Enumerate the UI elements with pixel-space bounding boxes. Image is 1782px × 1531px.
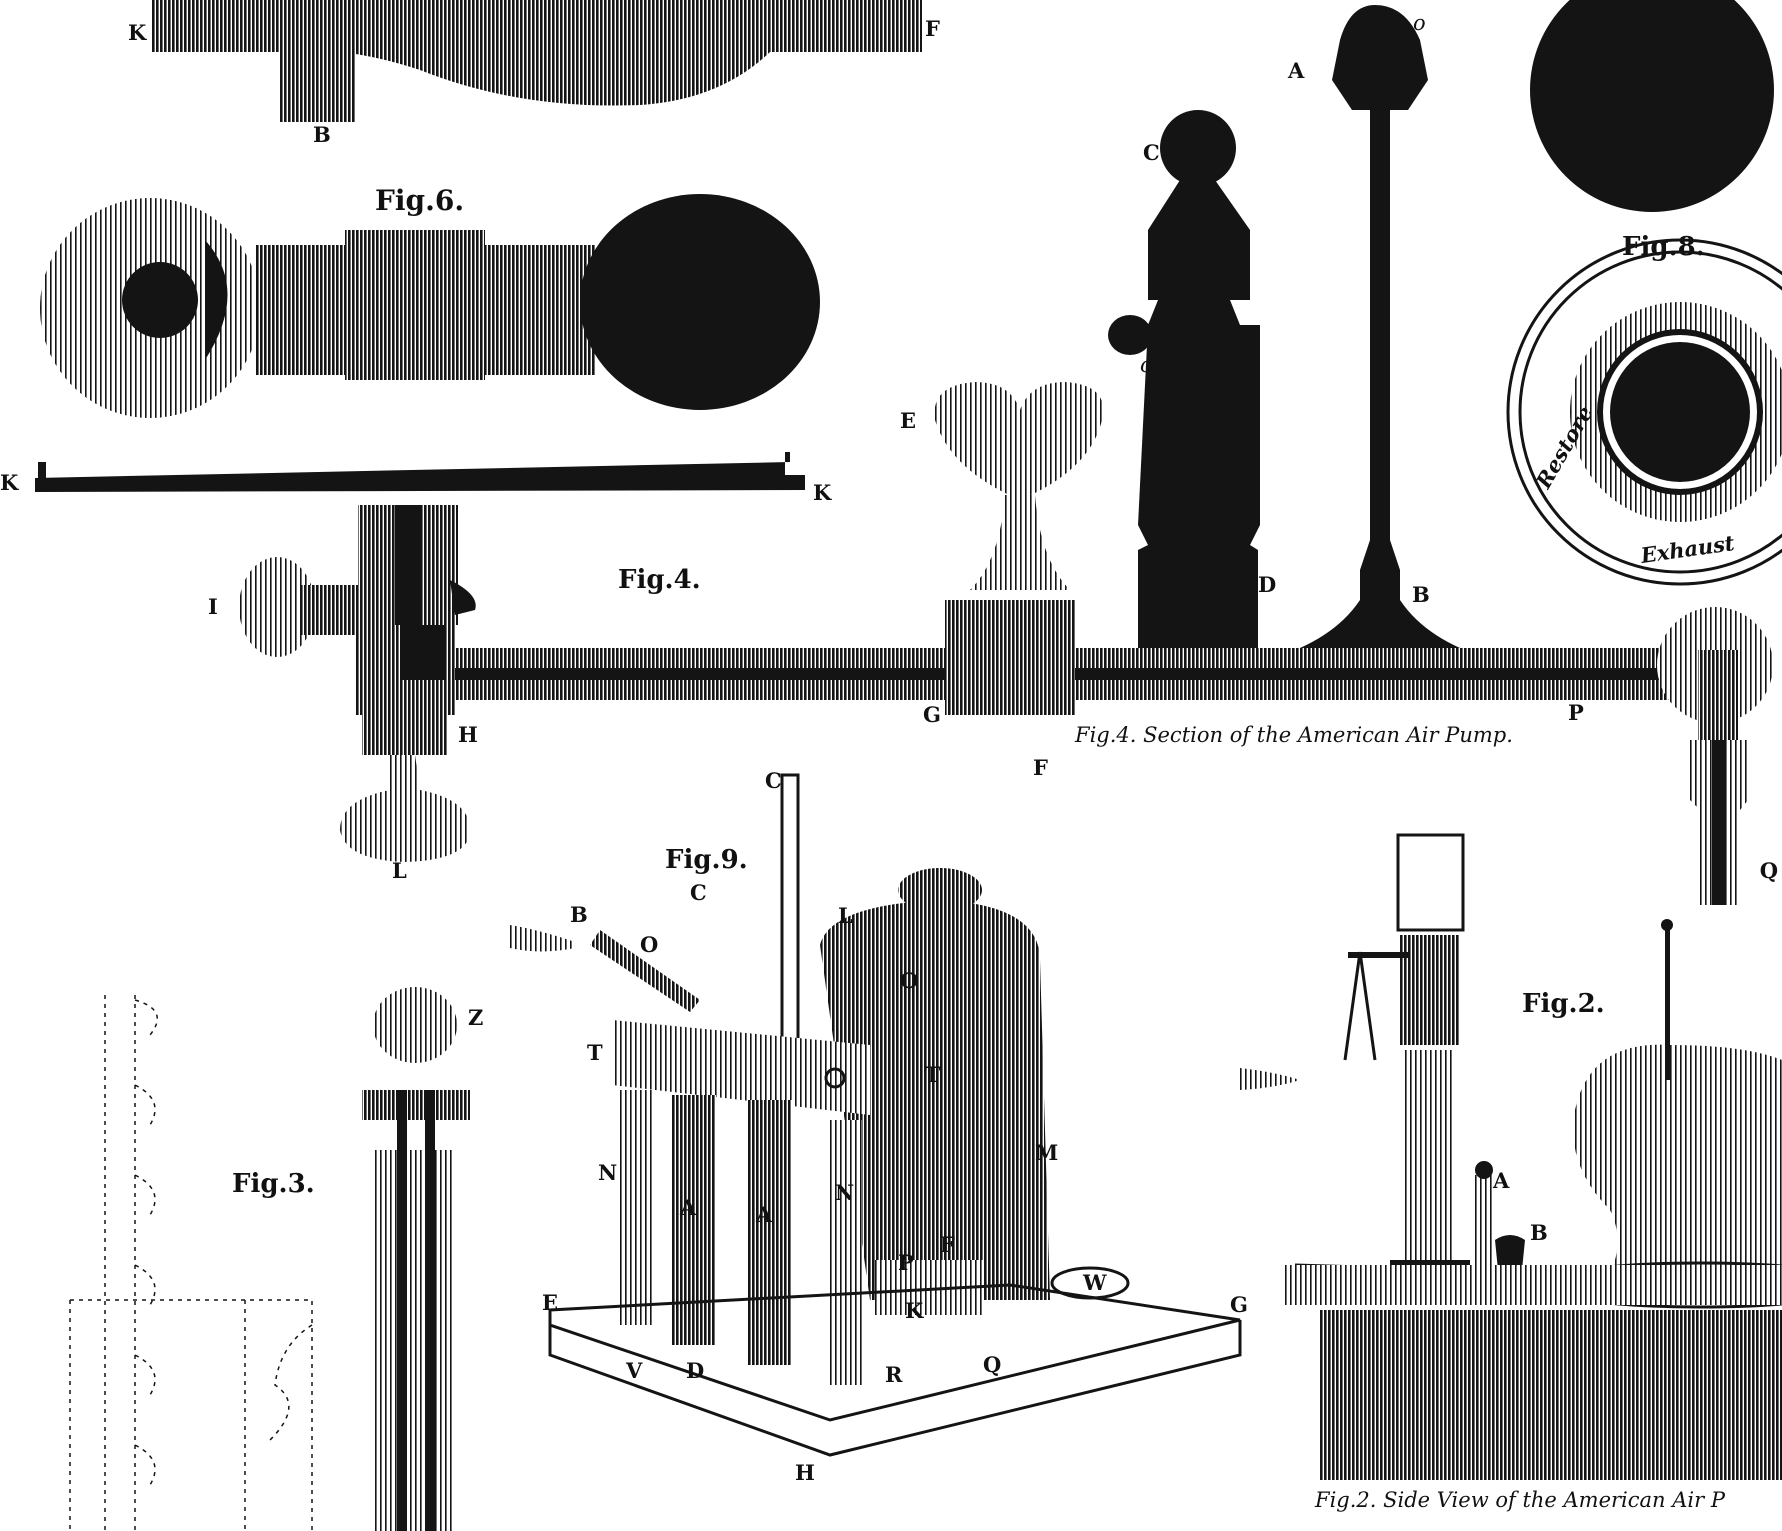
fig2-title: Fig.2. bbox=[1522, 989, 1605, 1019]
f9-label-w: W bbox=[1082, 1270, 1107, 1295]
label-k-rod-left: K bbox=[0, 470, 19, 495]
label-g: G bbox=[923, 702, 941, 727]
f9-label-n1: N bbox=[598, 1160, 617, 1185]
figure-2: Fig.2. A B Fig.2. Side View of the Ameri… bbox=[1240, 833, 1782, 1512]
f9-label-e: E bbox=[542, 1290, 558, 1315]
figure-6: Fig.6. bbox=[40, 184, 820, 418]
label-a: A bbox=[1287, 58, 1305, 83]
f9-label-a1: A bbox=[679, 1195, 697, 1220]
label-c-small: c bbox=[1140, 353, 1152, 377]
fig3-title: Fig.3. bbox=[232, 1169, 315, 1199]
f2-label-a: A bbox=[1492, 1168, 1510, 1193]
fig2-caption: Fig.2. Side View of the American Air P bbox=[1314, 1488, 1726, 1512]
label-b: B bbox=[1412, 582, 1430, 607]
f9-label-t1: T bbox=[587, 1040, 603, 1065]
label-p: P bbox=[1568, 700, 1584, 725]
label-f-top: F bbox=[925, 16, 940, 41]
fig9-title: Fig.9. bbox=[665, 845, 748, 875]
label-b-top: B bbox=[313, 122, 331, 147]
label-q: Q bbox=[1760, 858, 1778, 883]
f9-label-m: M bbox=[1035, 1140, 1058, 1165]
fig6-title: Fig.6. bbox=[375, 184, 464, 217]
label-h: H bbox=[458, 722, 478, 747]
f9-label-n2: N bbox=[835, 1180, 854, 1205]
label-d: D bbox=[1258, 572, 1276, 597]
f9-label-a2: A bbox=[755, 1202, 773, 1227]
f9-label-k: K bbox=[905, 1298, 924, 1323]
figure-3: Fig.3. Z bbox=[69, 987, 483, 1531]
f9-label-c-top: C bbox=[765, 768, 782, 793]
fig8-ring-bottom: Exhaust bbox=[1638, 530, 1736, 568]
figure-4: K K I H L Fig.4. E G F C c D bbox=[0, 5, 1778, 905]
fig4-caption: Fig.4. Section of the American Air Pump. bbox=[1074, 723, 1513, 747]
label-f: F bbox=[1033, 755, 1048, 780]
label-k-rod-right: K bbox=[813, 480, 832, 505]
f9-label-t2: T bbox=[925, 1062, 941, 1087]
f9-label-b: B bbox=[570, 902, 588, 927]
f9-label-l: L bbox=[838, 903, 853, 928]
f9-label-r: R bbox=[885, 1362, 903, 1387]
label-c: C bbox=[1143, 140, 1160, 165]
figure-8: Fig.8. Restore Exhaust bbox=[1506, 0, 1782, 586]
f9-label-c: C bbox=[690, 880, 707, 905]
f9-label-q: Q bbox=[983, 1352, 1001, 1377]
figure-9: Fig.9. C B O C L O M P F K T T N N A A bbox=[510, 768, 1248, 1485]
f9-label-v: V bbox=[625, 1358, 643, 1383]
f9-label-o2: O bbox=[900, 968, 918, 993]
f9-label-h: H bbox=[795, 1460, 815, 1485]
f9-label-d: D bbox=[686, 1358, 704, 1383]
label-k-top: K bbox=[128, 20, 147, 45]
label-i: I bbox=[208, 594, 218, 619]
f9-label-f: F bbox=[940, 1232, 955, 1257]
fig4-title: Fig.4. bbox=[618, 565, 701, 595]
label-o-small: o bbox=[1413, 11, 1426, 35]
label-e: E bbox=[900, 408, 916, 433]
f2-label-b: B bbox=[1530, 1220, 1548, 1245]
label-z: Z bbox=[468, 1005, 483, 1030]
f9-label-o1: O bbox=[640, 932, 658, 957]
label-l: L bbox=[392, 858, 407, 883]
f9-label-g: G bbox=[1230, 1292, 1248, 1317]
top-fragment: K F B bbox=[128, 0, 940, 147]
f9-label-p: P bbox=[898, 1250, 914, 1275]
